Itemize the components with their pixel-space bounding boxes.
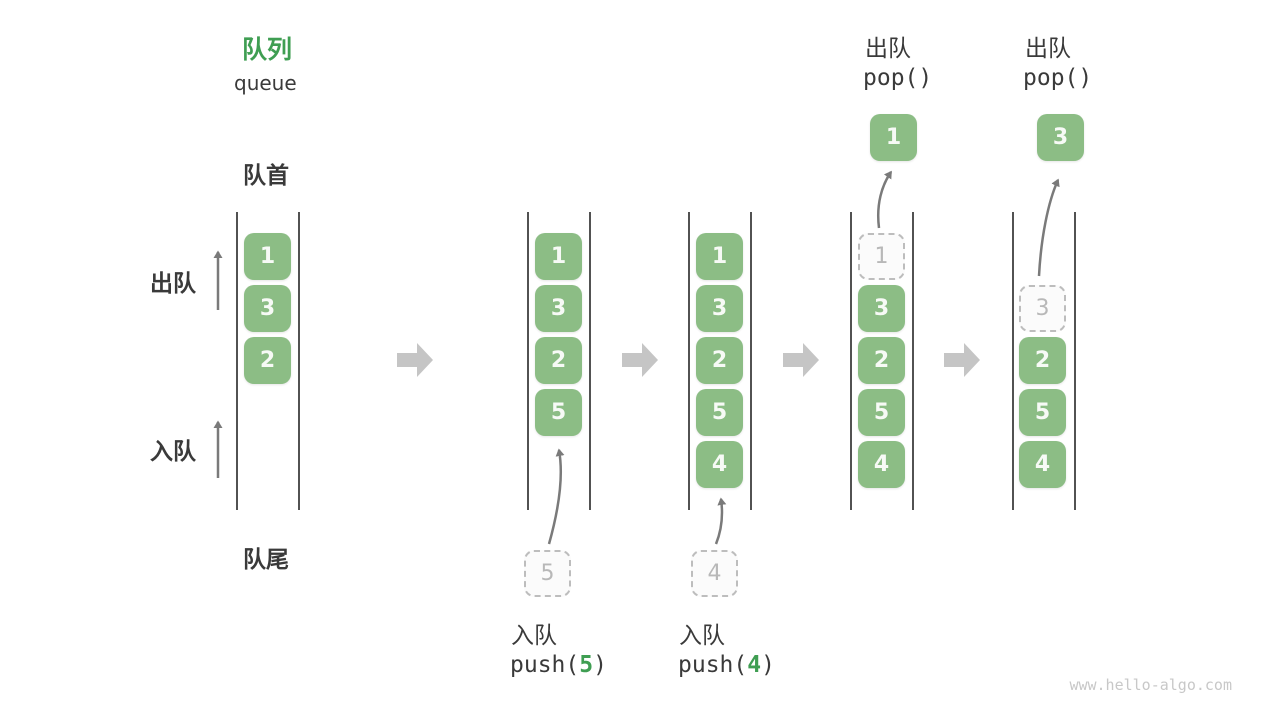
popped-element: 1 bbox=[870, 114, 917, 161]
queue-wall bbox=[236, 212, 238, 510]
push-5-arrow-icon bbox=[547, 448, 565, 545]
queue-element: 2 bbox=[858, 337, 905, 384]
queue-element: 3 bbox=[858, 285, 905, 332]
queue-element: 1 bbox=[535, 233, 582, 280]
queue-element: 2 bbox=[696, 337, 743, 384]
queue-wall bbox=[1074, 212, 1076, 510]
queue-element: 5 bbox=[696, 389, 743, 436]
queue-element: 1 bbox=[244, 233, 291, 280]
queue-element: 5 bbox=[1019, 389, 1066, 436]
dequeue-op-label: 出队 bbox=[1025, 36, 1071, 62]
state-transition-arrow-icon bbox=[622, 343, 658, 377]
dequeue-op-code: pop() bbox=[863, 65, 933, 91]
queue-wall bbox=[688, 212, 690, 510]
pop-1-arrow-icon bbox=[877, 170, 893, 229]
queue-element: 3 bbox=[696, 285, 743, 332]
code-arg: 4 bbox=[747, 652, 762, 678]
queue-element: 5 bbox=[535, 389, 582, 436]
enqueue-op-label: 入队 bbox=[679, 623, 725, 649]
queue-element: 2 bbox=[1019, 337, 1066, 384]
queue-wall bbox=[1012, 212, 1014, 510]
state-transition-arrow-icon bbox=[397, 343, 433, 377]
incoming-element-ghost: 5 bbox=[524, 550, 571, 597]
popped-element-ghost: 3 bbox=[1019, 285, 1066, 332]
enqueue-op-code: push(4) bbox=[678, 652, 775, 678]
code-arg: 5 bbox=[579, 652, 594, 678]
page-title: 队列 bbox=[242, 35, 293, 64]
code-text: ) bbox=[761, 652, 775, 678]
watermark: www.hello-algo.com bbox=[1069, 676, 1232, 694]
queue-wall bbox=[750, 212, 752, 510]
code-text: ) bbox=[593, 652, 607, 678]
popped-element-ghost: 1 bbox=[858, 233, 905, 280]
dequeue-side-label: 出队 bbox=[150, 271, 196, 297]
code-text: push( bbox=[510, 652, 580, 678]
queue-wall bbox=[298, 212, 300, 510]
queue-element: 5 bbox=[858, 389, 905, 436]
queue-rear-label: 队尾 bbox=[243, 547, 289, 573]
dequeue-op-label: 出队 bbox=[865, 36, 911, 62]
popped-element: 3 bbox=[1037, 114, 1084, 161]
queue-element: 2 bbox=[244, 337, 291, 384]
enqueue-side-label: 入队 bbox=[150, 439, 196, 465]
queue-element: 4 bbox=[1019, 441, 1066, 488]
queue-element: 1 bbox=[696, 233, 743, 280]
enqueue-op-label: 入队 bbox=[511, 623, 557, 649]
push-4-arrow-icon bbox=[714, 497, 727, 545]
queue-element: 3 bbox=[535, 285, 582, 332]
state-transition-arrow-icon bbox=[783, 343, 819, 377]
queue-wall bbox=[527, 212, 529, 510]
queue-element: 4 bbox=[858, 441, 905, 488]
queue-front-label: 队首 bbox=[243, 163, 289, 189]
enqueue-op-code: push(5) bbox=[510, 652, 607, 678]
state-transition-arrow-icon bbox=[944, 343, 980, 377]
code-text: push( bbox=[678, 652, 748, 678]
queue-element: 3 bbox=[244, 285, 291, 332]
queue-wall bbox=[589, 212, 591, 510]
queue-wall bbox=[850, 212, 852, 510]
dequeue-op-code: pop() bbox=[1023, 65, 1093, 91]
queue-wall bbox=[912, 212, 914, 510]
pop-3-arrow-icon bbox=[1037, 178, 1060, 277]
incoming-element-ghost: 4 bbox=[691, 550, 738, 597]
queue-element: 2 bbox=[535, 337, 582, 384]
queue-element: 4 bbox=[696, 441, 743, 488]
page-subtitle: queue bbox=[234, 71, 297, 95]
